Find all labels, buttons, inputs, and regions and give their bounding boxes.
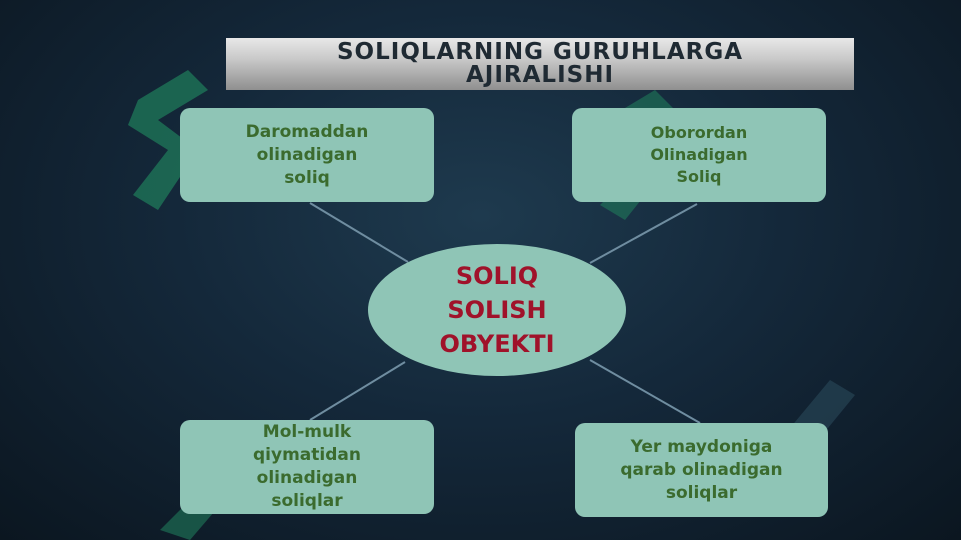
connector-top-right: [589, 203, 698, 264]
watermark-logo: [128, 70, 208, 210]
box-mol-mulk-label: Mol-mulk qiymatidan olinadigan soliqlar: [253, 422, 361, 511]
box-mol-mulk: Mol-mulk qiymatidan olinadigan soliqlar: [180, 420, 434, 514]
box-oborordan-label: Oborordan Olinadigan Soliq: [650, 123, 748, 186]
box-daromaddan-label: Daromaddan olinadigan soliq: [245, 121, 369, 188]
center-ellipse: SOLIQ SOLISH OBYEKTI: [368, 244, 626, 376]
connector-bottom-right: [589, 359, 701, 424]
connector-bottom-left: [309, 361, 406, 421]
center-label: SOLIQ SOLISH OBYEKTI: [439, 262, 555, 358]
box-oborordan: Oborordan Olinadigan Soliq: [572, 108, 826, 202]
title-banner: SOLIQLARNING GURUHLARGA AJIRALISHI: [226, 38, 854, 90]
box-daromaddan: Daromaddan olinadigan soliq: [180, 108, 434, 202]
box-yer-maydoniga-label: Yer maydoniga qarab olinadigan soliqlar: [620, 436, 783, 503]
page-title: SOLIQLARNING GURUHLARGA AJIRALISHI: [336, 39, 744, 88]
box-yer-maydoniga: Yer maydoniga qarab olinadigan soliqlar: [575, 423, 828, 517]
connector-top-left: [309, 202, 409, 263]
